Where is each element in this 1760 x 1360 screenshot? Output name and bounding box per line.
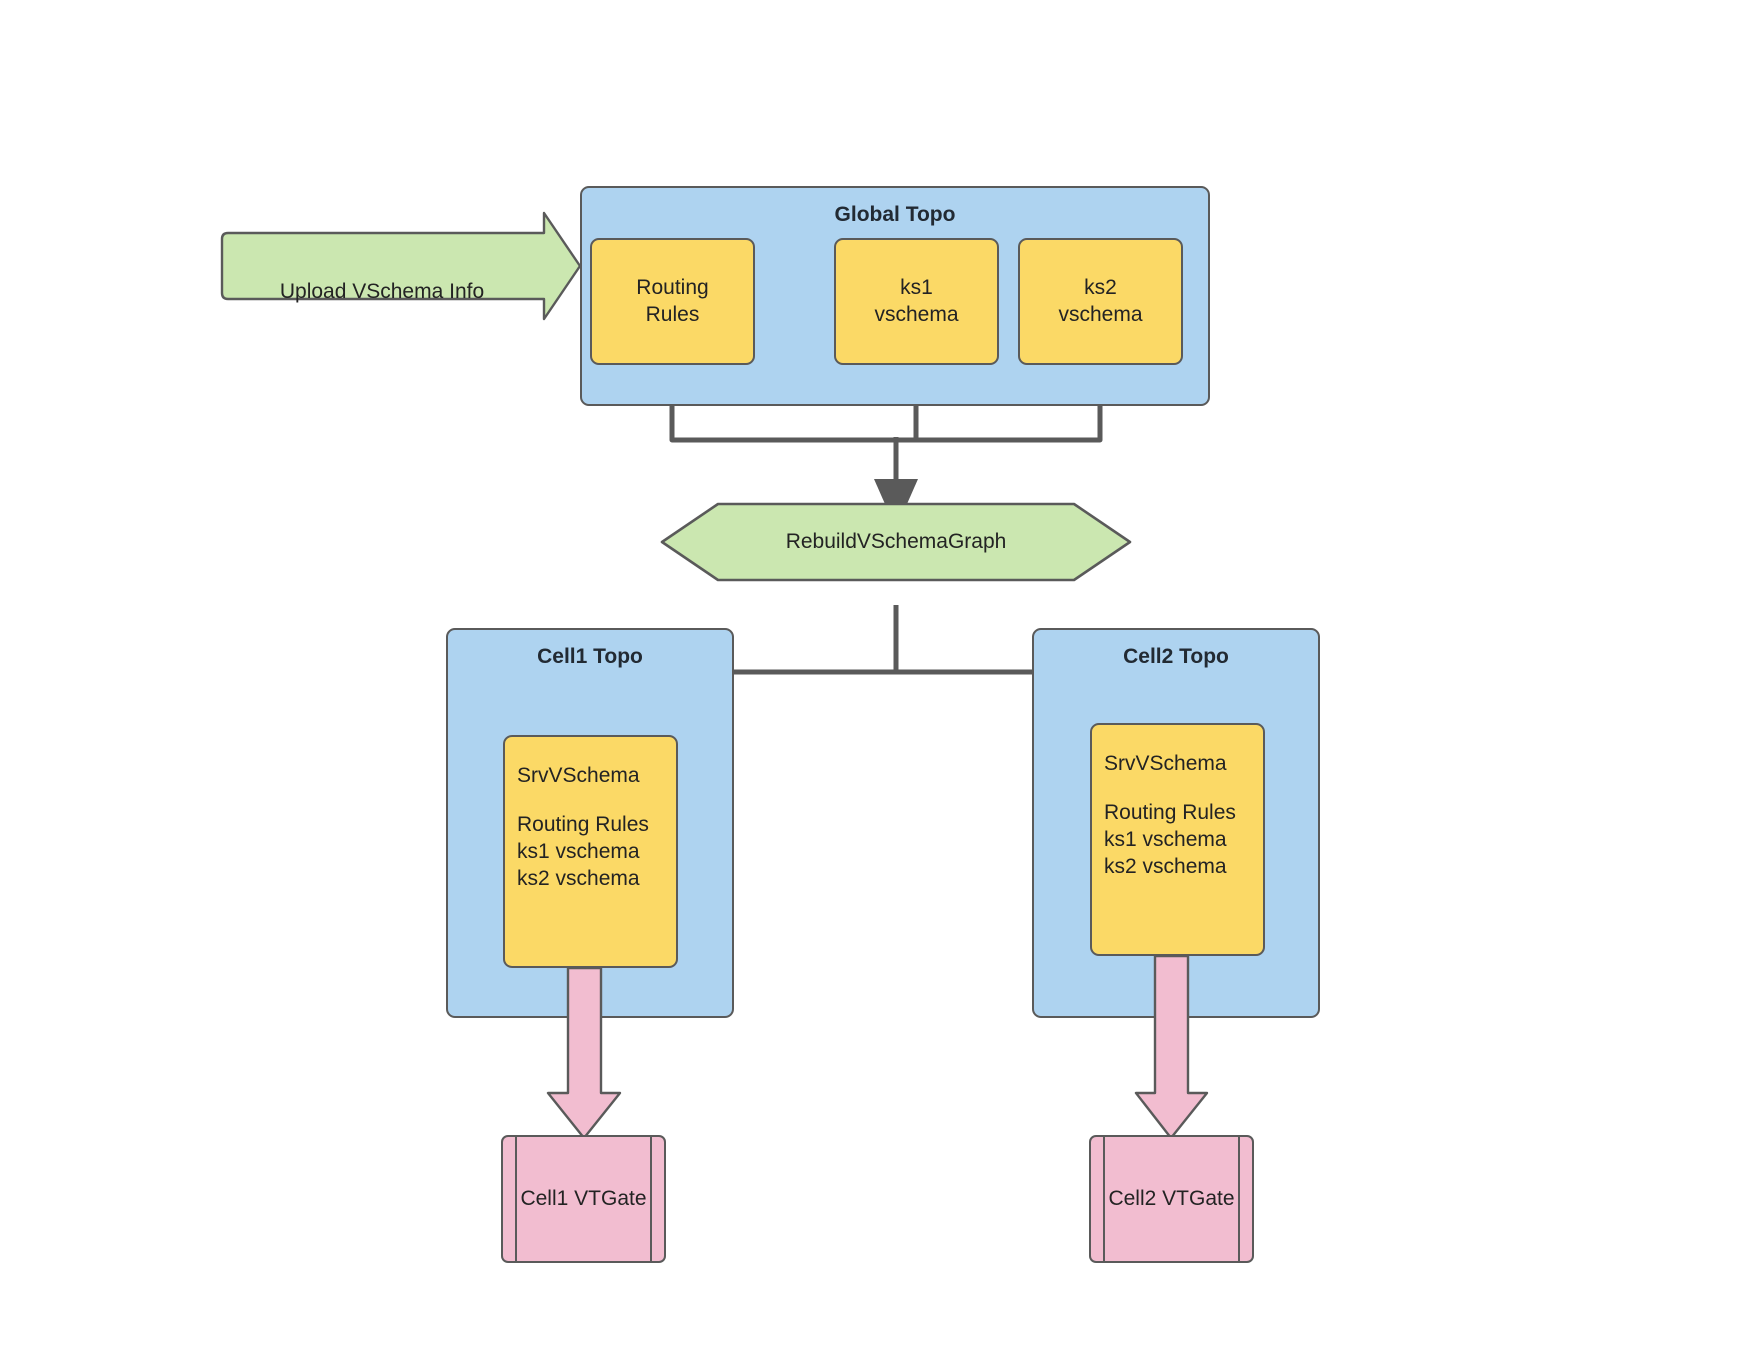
cell2-srvvschema-box[interactable]: SrvVSchema Routing Rules ks1 vschema ks2…: [1090, 723, 1265, 956]
cell1-srvvschema-text: SrvVSchema Routing Rules ks1 vschema ks2…: [517, 764, 649, 890]
cell1-vtgate-box[interactable]: Cell1 VTGate: [501, 1135, 666, 1263]
cell2-vtgate-left-bar: [1103, 1137, 1106, 1261]
cell1-vtgate-right-bar: [649, 1137, 652, 1261]
global-box-ks2-vschema[interactable]: ks2 vschema: [1018, 238, 1183, 365]
cell2-vtgate-text: Cell2 VTGate: [1108, 1187, 1235, 1211]
global-topo-title: Global Topo: [834, 203, 956, 226]
global-box-ks2-vschema-text: ks2 vschema: [1058, 275, 1143, 326]
global-box-routing-rules-text: Routing Rules: [636, 275, 709, 326]
cell1-srvvschema-box[interactable]: SrvVSchema Routing Rules ks1 vschema ks2…: [503, 735, 678, 968]
global-box-ks1-vschema[interactable]: ks1 vschema: [834, 238, 999, 365]
cell2-srvvschema-text: SrvVSchema Routing Rules ks1 vschema ks2…: [1104, 752, 1236, 878]
cell1-topo-title: Cell1 Topo: [537, 645, 643, 668]
cell2-vtgate-box[interactable]: Cell2 VTGate: [1089, 1135, 1254, 1263]
cell1-vtgate-text: Cell1 VTGate: [520, 1187, 647, 1211]
global-box-ks1-vschema-text: ks1 vschema: [874, 275, 959, 326]
global-box-routing-rules[interactable]: Routing Rules: [590, 238, 755, 365]
cell2-vtgate-right-bar: [1237, 1137, 1240, 1261]
cell1-vtgate-left-bar: [515, 1137, 518, 1261]
cell2-topo-title: Cell2 Topo: [1123, 645, 1229, 668]
